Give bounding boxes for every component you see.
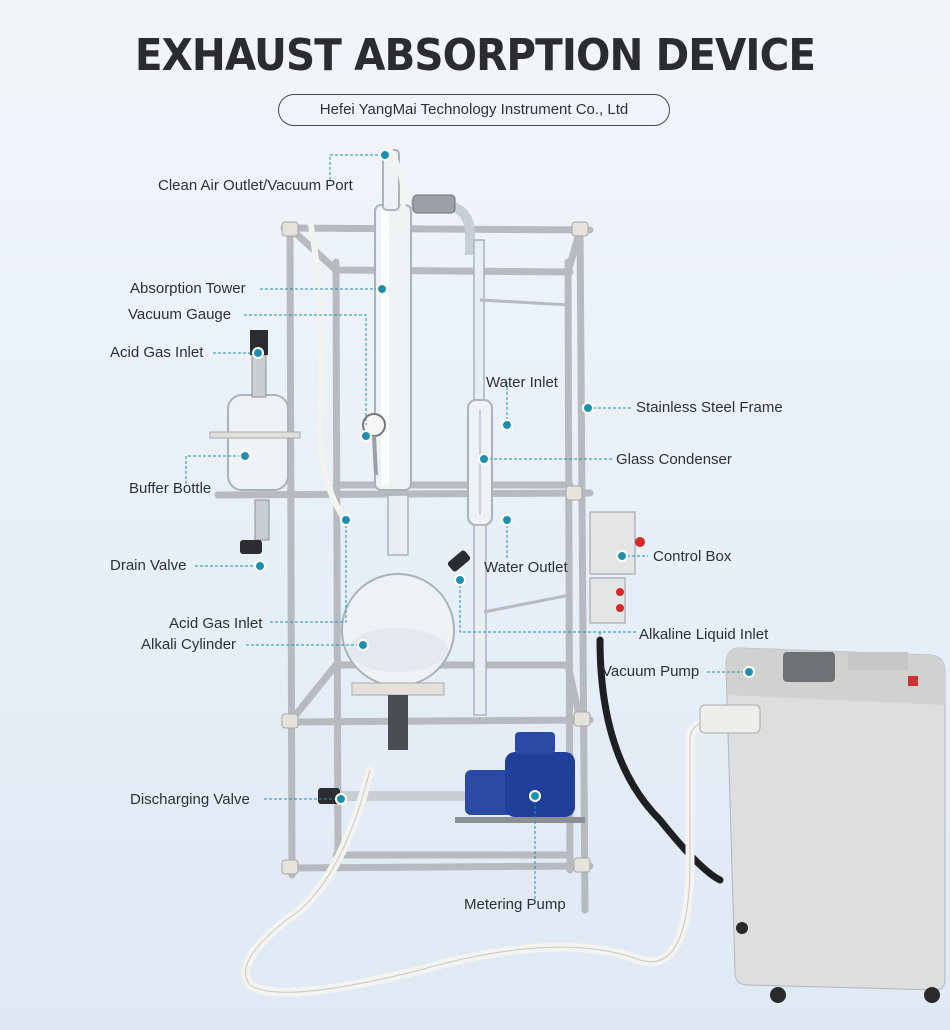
marker-stainless-frame — [582, 402, 594, 414]
marker-glass-condenser — [478, 453, 490, 465]
label-vacuum-gauge: Vacuum Gauge — [128, 306, 232, 323]
company-name-badge: Hefei YangMai Technology Instrument Co.,… — [278, 94, 670, 126]
control-box — [589, 511, 645, 624]
alkali-cylinder — [341, 494, 471, 750]
marker-water-inlet — [501, 419, 513, 431]
marker-clean-air-outlet — [379, 149, 391, 161]
marker-alkaline-liquid-inlet — [454, 574, 466, 586]
label-control-box: Control Box — [653, 548, 732, 565]
marker-absorption-tower — [376, 283, 388, 295]
marker-vacuum-gauge — [360, 430, 372, 442]
label-alkaline-liquid-inlet: Alkaline Liquid Inlet — [639, 626, 769, 643]
vacuum-gauge — [362, 413, 386, 476]
metering-pump — [455, 732, 585, 823]
page-title: EXHAUST ABSORPTION DEVICE — [134, 30, 816, 81]
label-vacuum-pump: Vacuum Pump — [602, 663, 700, 680]
buffer-bottle — [209, 330, 301, 554]
label-alkali-cylinder: Alkali Cylinder — [141, 636, 237, 653]
vacuum-pump — [699, 647, 946, 1003]
label-drain-valve: Drain Valve — [110, 557, 187, 574]
label-stainless-steel-frame: Stainless Steel Frame — [636, 399, 783, 416]
label-metering-pump: Metering Pump — [464, 896, 566, 913]
absorption-tower — [374, 149, 475, 491]
marker-dots — [239, 149, 755, 805]
marker-water-outlet — [501, 514, 513, 526]
label-acid-gas-inlet-lower: Acid Gas Inlet — [169, 615, 263, 632]
marker-control-box — [616, 550, 628, 562]
marker-metering-pump — [529, 790, 541, 802]
marker-acid-gas-inlet-lower — [340, 514, 352, 526]
label-discharging-valve: Discharging Valve — [130, 791, 250, 808]
leader-lines — [185, 154, 749, 900]
marker-discharging-valve — [335, 793, 347, 805]
marker-buffer-bottle — [239, 450, 251, 462]
label-acid-gas-inlet-top: Acid Gas Inlet — [110, 344, 204, 361]
label-water-inlet: Water Inlet — [486, 374, 558, 391]
hoses — [241, 147, 725, 997]
label-absorption-tower: Absorption Tower — [130, 280, 246, 297]
marker-acid-gas-inlet-top — [252, 347, 264, 359]
label-water-outlet: Water Outlet — [484, 559, 568, 576]
frame-joints — [281, 221, 591, 875]
label-clean-air-outlet: Clean Air Outlet/Vacuum Port — [158, 177, 353, 194]
label-glass-condenser: Glass Condenser — [616, 451, 732, 468]
glass-condenser — [467, 239, 571, 716]
label-buffer-bottle: Buffer Bottle — [129, 480, 212, 497]
marker-vacuum-pump — [743, 666, 755, 678]
marker-alkali-cylinder — [357, 639, 369, 651]
marker-drain-valve — [254, 560, 266, 572]
